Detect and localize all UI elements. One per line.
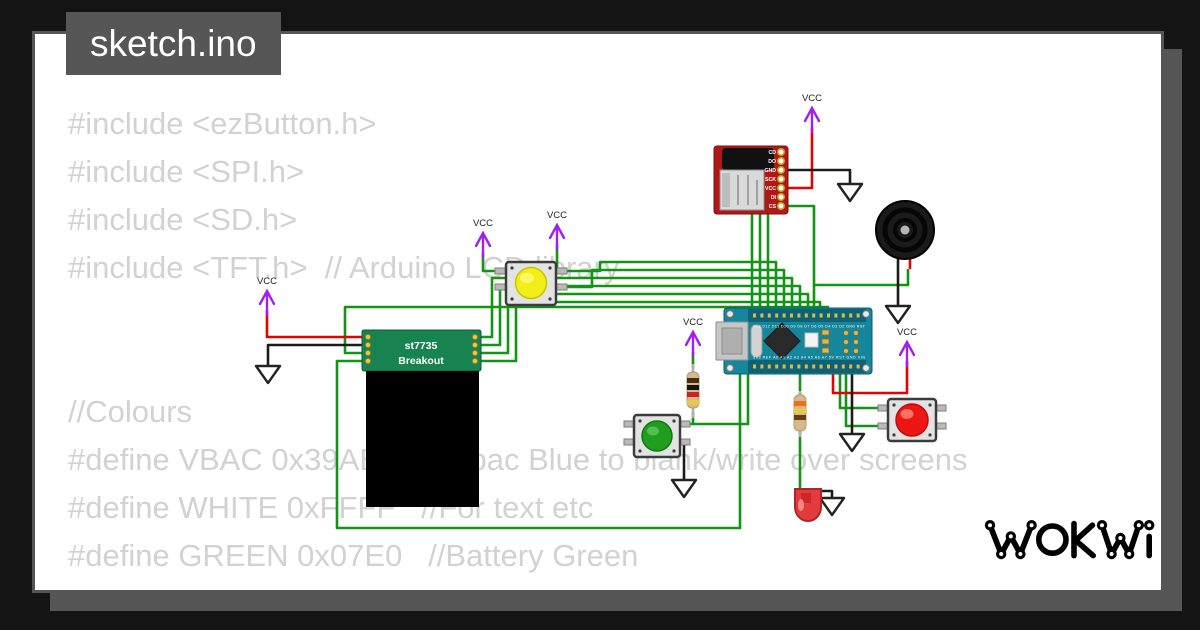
nano-pin-labels-top: D13 D12 D11 D10 D9 D8 D7 D6 D5 D4 D3 D2 … [753,325,866,329]
nano-pin-labels-bottom: 3V3 REF A0 A1 A2 A3 A4 A5 A6 A7 5V RST G… [753,356,865,360]
mounting-holes [726,310,870,372]
tft-title: st7735 [405,340,438,352]
vcc-label: VCC [547,210,567,221]
gnd-symbol [254,364,282,385]
sd-card [722,148,774,170]
button-cap-red [895,403,929,437]
sd-pin-label: CD [769,150,777,156]
sd-pin-label: CS [769,204,777,210]
vcc-label: VCC [683,317,703,328]
vcc-symbol: VCC [473,218,493,259]
vcc-label: VCC [802,93,822,104]
code-line: #include <SPI.h> [68,154,305,189]
resistor-2[interactable] [793,391,807,437]
tft-subtitle: Breakout [398,355,444,367]
code-line: #include <ezButton.h> [68,106,377,141]
vcc-symbol: VCC [802,93,822,134]
oscillator [750,324,763,358]
vcc-label: VCC [897,327,917,338]
icsp-pads [843,330,859,354]
arduino-nano[interactable]: D13 D12 D11 D10 D9 D8 D7 D6 D5 D4 D3 D2 … [715,307,873,375]
button-cap-yellow [514,266,548,300]
code-line: #include <SD.h> [68,202,298,237]
sd-pin-pads [776,148,785,211]
gnd-symbol [838,432,866,453]
resistor-1[interactable] [686,364,700,418]
pushbutton-yellow[interactable] [494,260,568,307]
sd-pin-label: SCK [765,177,776,183]
tft-screen [366,371,479,507]
tft-display[interactable]: st7735 Breakout [361,329,482,507]
gnd-symbols[interactable] [254,182,912,517]
gnd-symbol [884,304,912,325]
vcc-symbols[interactable]: VCC VCC VCC VCC VCC VCC [257,93,917,368]
pushbutton-green[interactable] [623,413,691,459]
sd-pin-label: GND [764,168,776,174]
vcc-label: VCC [257,276,277,287]
led-red[interactable] [794,488,822,522]
sd-pin-label: DO [768,159,776,165]
pushbutton-red[interactable] [877,397,947,443]
sd-pin-label: DI [771,195,777,201]
vcc-symbol: VCC [897,327,917,368]
file-tab-label: sketch.ino [90,22,257,64]
file-tab[interactable]: sketch.ino [66,12,281,75]
gnd-symbol [818,496,846,517]
gnd-symbol [670,478,698,499]
gnd-symbol [836,182,864,203]
tft-pads [364,333,479,365]
wokwi-logo [984,520,1155,560]
black-wires[interactable] [266,168,900,500]
mcu-chip [763,322,801,360]
code-line: //Colours [68,394,193,429]
sd-pin-label: VCC [765,186,776,192]
buzzer[interactable] [875,200,935,260]
vcc-label: VCC [473,218,493,229]
vcc-symbol: VCC [257,276,277,317]
vcc-symbol: VCC [547,210,567,251]
button-cap-green [641,420,673,452]
microsd-module[interactable]: CD DO GND SCK VCC DI CS [713,145,789,215]
vcc-symbol: VCC [683,317,703,358]
red-wires[interactable] [265,126,912,395]
reset-button [804,332,819,348]
preview-card [32,31,1164,593]
code-line: #define GREEN 0x07E0 //Battery Green [68,538,639,573]
